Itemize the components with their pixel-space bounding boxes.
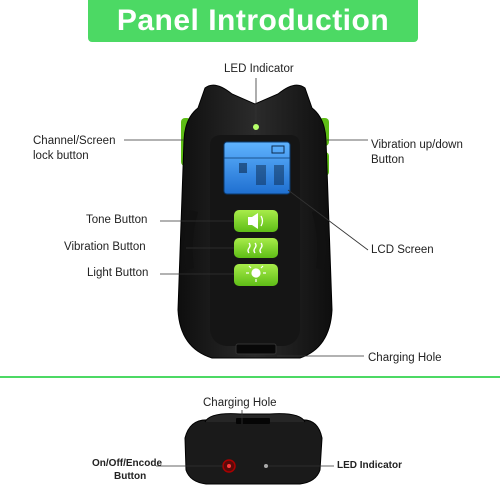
page-title: Panel Introduction — [116, 4, 390, 37]
light-button-label: Light Button — [87, 267, 149, 279]
channel-lock-label-line2: lock button — [33, 150, 89, 162]
led-indicator-label: LED Indicator — [224, 63, 294, 75]
section-divider — [0, 376, 500, 378]
title-banner: Panel Introduction — [88, 0, 418, 42]
bottom-onoff-label-line1: On/Off/Encode — [92, 458, 162, 469]
vibration-button[interactable] — [234, 238, 278, 258]
right-grip — [312, 210, 327, 270]
light-bulb-icon — [246, 265, 266, 282]
bottom-led-indicator-label: LED Indicator — [337, 460, 403, 471]
vibration-updown-label-line2: Button — [371, 154, 405, 166]
tone-button-label: Tone Button — [86, 214, 148, 226]
led-indicator-light — [253, 124, 259, 130]
charging-hole-label: Charging Hole — [368, 352, 442, 364]
bottom-onoff-label-line2: Button — [114, 471, 147, 482]
vibration-updown-label-line1: Vibration up/down — [371, 139, 463, 151]
left-grip — [183, 210, 198, 270]
speaker-icon — [248, 213, 264, 229]
charging-port — [235, 343, 277, 355]
bottom-charging-port — [236, 418, 270, 424]
channel-lock-label-line1: Channel/Screen — [33, 135, 116, 147]
lcd-screen-label: LCD Screen — [371, 244, 434, 256]
lcd-battery-icon — [271, 145, 285, 154]
bottom-led-indicator-light — [264, 464, 268, 468]
bottom-charging-hole-label: Charging Hole — [203, 397, 277, 409]
vibration-button-label: Vibration Button — [64, 241, 146, 253]
device-bottom-view — [184, 419, 323, 485]
vibration-icon — [247, 242, 263, 254]
